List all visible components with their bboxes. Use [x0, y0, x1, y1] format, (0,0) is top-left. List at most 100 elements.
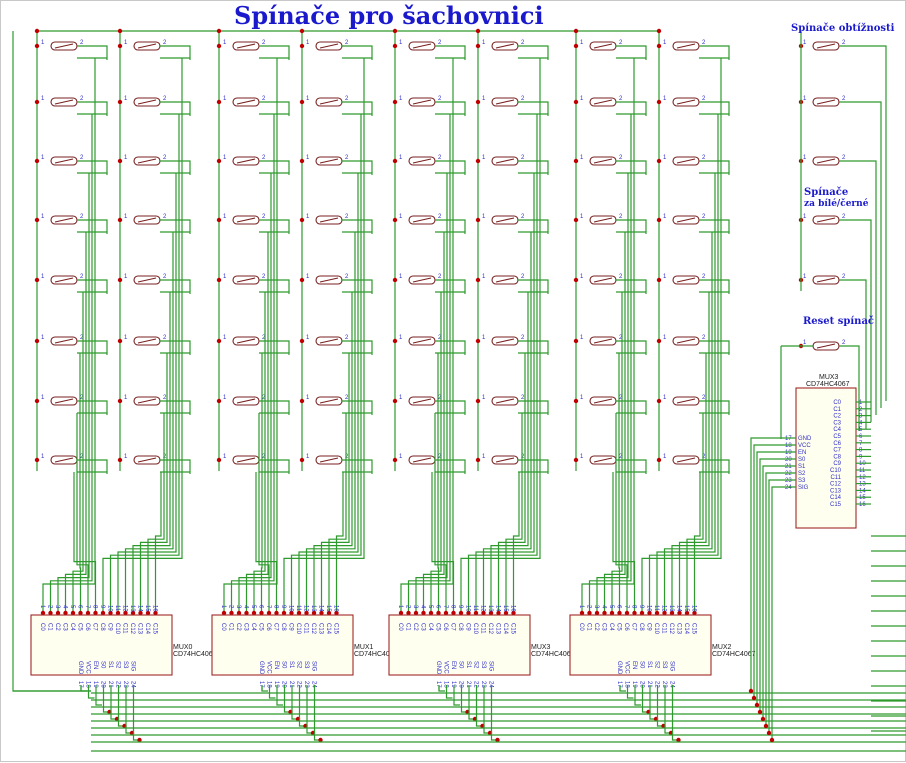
mux-channel-pin: C5 [616, 623, 622, 631]
switch-pin-label: 2 [80, 274, 84, 280]
switch-output-wire [518, 400, 549, 413]
mux-channel-pin: C8 [99, 623, 105, 631]
reed-switch-contact [236, 457, 256, 463]
mux-control-pin: EN [273, 661, 279, 669]
junction-dot [318, 737, 323, 743]
side-mux-channel-pin: C12 [830, 482, 842, 488]
reed-switch-contact [137, 398, 157, 404]
junction-dot [398, 610, 404, 616]
switch-pin-label: 2 [163, 155, 167, 161]
mux-control-pin-number: 18 [624, 681, 630, 688]
junction-dot [216, 43, 222, 49]
mux-control-pin: S0 [639, 661, 645, 669]
junction-dot [656, 158, 662, 164]
channel-wire [335, 472, 344, 613]
side-mux-control-number: 17 [785, 436, 792, 442]
mux-channel-pin: C3 [420, 623, 426, 631]
reset-output-wire [839, 345, 860, 431]
switch-output-wire [435, 279, 466, 292]
reed-switch-contact [676, 457, 696, 463]
reed-switch-contact [319, 99, 339, 105]
junction-dot [473, 610, 479, 616]
switch-pin-label: 2 [262, 96, 266, 102]
reed-switch-contact [137, 158, 157, 164]
junction-dot [299, 217, 305, 223]
switch-pin-label: 1 [399, 395, 403, 401]
mux-control-pin: GND [435, 661, 441, 675]
mux-channel-pin-number: 14 [318, 605, 324, 612]
schematic-title: Spínače pro šachovnici [234, 1, 544, 30]
channel-stub [435, 412, 466, 415]
switch-pin-label: 1 [803, 155, 807, 161]
mux-channel-pin: C7 [273, 623, 279, 631]
channel-wire [49, 114, 93, 613]
mux-channel-pin-number: 1 [39, 605, 45, 609]
mux-channel-pin-number: 6 [616, 605, 622, 609]
mux-chip-ref: MUX1 [354, 644, 374, 651]
junction-dot [766, 730, 772, 736]
channel-wire [603, 232, 626, 613]
mux-channel-pin-number: 4 [601, 605, 607, 609]
side-mux-channel-pin: C0 [833, 400, 841, 406]
channel-stub [342, 412, 373, 415]
mux-chip-part: CD74HC4067 [531, 651, 575, 658]
junction-dot [436, 610, 441, 616]
junction-dot [392, 99, 398, 105]
channel-stub [616, 172, 647, 175]
control-wire [125, 685, 132, 734]
reed-switch-contact [412, 398, 432, 404]
channel-stub [77, 471, 108, 474]
switch-pin-label: 2 [80, 40, 84, 46]
switch-pin-label: 2 [521, 335, 525, 341]
side-mux-control-pin: VCC [798, 443, 811, 449]
reed-switch-contact [495, 277, 515, 283]
switch-pin-label: 1 [223, 40, 227, 46]
mux-channel-pin: C14 [325, 623, 331, 635]
junction-dot [617, 610, 622, 616]
channel-stub [342, 172, 373, 175]
switch-pin-label: 2 [80, 395, 84, 401]
junction-dot [573, 398, 579, 404]
mux-channel-pin-number: 8 [92, 605, 98, 609]
side-mux-channel-pin: C10 [830, 468, 842, 474]
switch-output-wire [699, 160, 730, 173]
switch-pin-label: 2 [438, 96, 442, 102]
mux-control-pin: S2 [654, 661, 660, 669]
switch-output-wire [77, 219, 108, 232]
switch-output-wire [616, 101, 647, 114]
control-wire [276, 685, 283, 706]
junction-dot [677, 610, 682, 616]
channel-wire [260, 353, 263, 613]
side-mux-channel-pin: C9 [833, 461, 841, 467]
switch-output-wire [518, 279, 549, 292]
switch-pin-label: 1 [306, 395, 310, 401]
switch-pin-label: 2 [163, 454, 167, 460]
junction-dot [692, 610, 697, 616]
junction-dot [299, 338, 305, 344]
channel-stub [616, 113, 647, 116]
mux-control-pin-number: 21 [465, 681, 471, 688]
switch-pin-label: 2 [438, 454, 442, 460]
mux-chip-body [211, 614, 354, 676]
channel-wire [663, 232, 713, 613]
side-mux-control-number: 20 [785, 457, 792, 463]
channel-wire [73, 472, 97, 613]
mux-control-pin: S3 [303, 661, 309, 669]
junction-dot [34, 28, 40, 34]
reed-switch-contact [495, 457, 515, 463]
mux-control-pin: VCC [85, 661, 91, 674]
mux-channel-pin-number: 12 [122, 605, 128, 612]
junction-dot [216, 99, 222, 105]
junction-dot [769, 737, 775, 743]
channel-stub [435, 352, 466, 355]
reed-switch-contact [412, 277, 432, 283]
junction-dot [748, 688, 754, 694]
mux-control-pin: VCC [266, 661, 272, 674]
channel-wire [154, 472, 162, 613]
reed-switch-contact [816, 158, 836, 164]
switch-pin-label: 1 [306, 335, 310, 341]
junction-dot [334, 610, 339, 616]
junction-dot [475, 217, 481, 223]
reed-switch-contact [319, 338, 339, 344]
mux-channel-pin-number: 2 [228, 605, 234, 609]
